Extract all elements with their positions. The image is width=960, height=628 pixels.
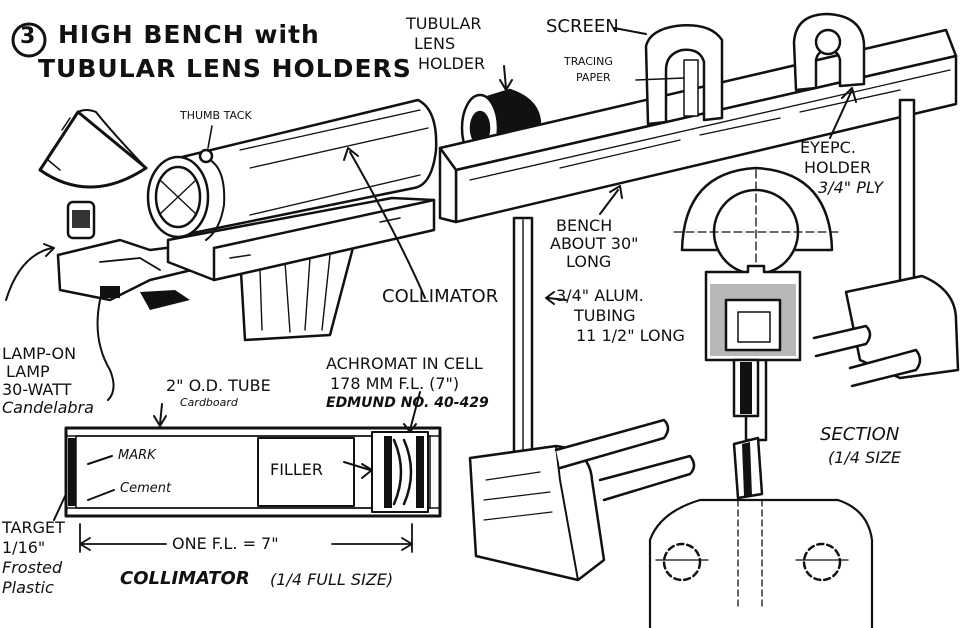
label-one-fl: ONE F.L. = 7" xyxy=(172,534,279,553)
filler-leader xyxy=(343,461,371,471)
label-thumb-tack: THUMB TACK xyxy=(180,109,252,122)
tracing-paper-leader xyxy=(635,77,685,81)
label-tube-2: Cardboard xyxy=(180,396,238,409)
label-tubing-3: 11 1/2" LONG xyxy=(576,326,685,345)
title-line-2: TUBULAR LENS HOLDERS xyxy=(38,54,412,83)
label-collimator: COLLIMATOR xyxy=(382,286,499,307)
caption-collimator: COLLIMATOR xyxy=(120,568,250,589)
title-number: 3 xyxy=(20,24,37,49)
label-section-scale: (1/4 SIZE xyxy=(828,448,902,467)
cement-leader xyxy=(87,489,115,501)
right-foot xyxy=(812,274,960,388)
label-achromat-2: 178 MM F.L. (7") xyxy=(330,374,460,393)
label-bench-3: LONG xyxy=(566,252,612,271)
section-view xyxy=(648,166,874,628)
label-filler: FILLER xyxy=(270,460,323,479)
label-tubing-1: 3/4" ALUM. xyxy=(556,286,644,305)
label-tube-1: 2" O.D. TUBE xyxy=(166,376,271,395)
screen-leader xyxy=(613,27,647,35)
title-number-circle xyxy=(11,22,47,58)
label-screen: SCREEN xyxy=(546,16,619,37)
bench-drawing xyxy=(438,12,958,224)
label-target-1: TARGET xyxy=(2,518,65,537)
label-tracing-2: PAPER xyxy=(576,71,611,84)
achromat-leader xyxy=(409,391,421,431)
lamp-drawing xyxy=(38,109,202,401)
lamp-leader-arrow xyxy=(5,247,53,301)
left-foot xyxy=(468,418,696,582)
label-tubing-2: TUBING xyxy=(574,306,636,325)
label-section: SECTION xyxy=(820,424,900,445)
label-eyepc-2: HOLDER xyxy=(804,158,872,177)
label-lamp-4: Candelabra xyxy=(2,398,94,417)
collimator-section xyxy=(64,426,442,518)
eyepc-holder-leader xyxy=(829,89,853,139)
label-mark: MARK xyxy=(118,448,156,463)
label-tubular-3: HOLDER xyxy=(418,54,486,73)
label-eyepc-1: EYEPC. xyxy=(800,138,856,157)
label-eyepc-3: 3/4" PLY xyxy=(818,178,883,197)
label-target-2: 1/16" xyxy=(2,538,46,557)
thumb-tack-leader xyxy=(207,125,213,149)
lens-holder-leader xyxy=(503,65,507,89)
tubing-leader xyxy=(547,297,567,301)
label-bench-1: BENCH xyxy=(556,216,613,235)
label-target-3: Frosted xyxy=(2,558,63,577)
label-cement: Cement xyxy=(120,481,172,496)
label-lamp-2: LAMP xyxy=(6,362,50,381)
thumb-tack-head xyxy=(198,148,214,164)
label-lamp-3: 30-WATT xyxy=(2,380,72,399)
fl-dimension xyxy=(79,523,413,553)
mark-leader xyxy=(87,455,113,465)
caption-collimator-scale: (1/4 FULL SIZE) xyxy=(270,570,394,589)
target-leader xyxy=(53,493,67,521)
tube-leader xyxy=(159,403,163,425)
label-achromat-1: ACHROMAT IN CELL xyxy=(326,354,483,373)
label-lamp-1: LAMP-ON xyxy=(2,344,77,363)
label-tubular-2: LENS xyxy=(414,34,456,53)
collimator-leader xyxy=(349,151,426,299)
label-bench-2: ABOUT 30" xyxy=(550,234,639,253)
collimator-drawing xyxy=(146,98,438,342)
label-target-4: Plastic xyxy=(2,578,54,597)
label-achromat-3: EDMUND NO. 40-429 xyxy=(326,395,489,411)
bench-leader xyxy=(599,189,619,215)
title-line-1: HIGH BENCH with xyxy=(58,20,320,49)
label-tracing-1: TRACING xyxy=(564,55,613,68)
label-tubular-1: TUBULAR xyxy=(406,14,482,33)
